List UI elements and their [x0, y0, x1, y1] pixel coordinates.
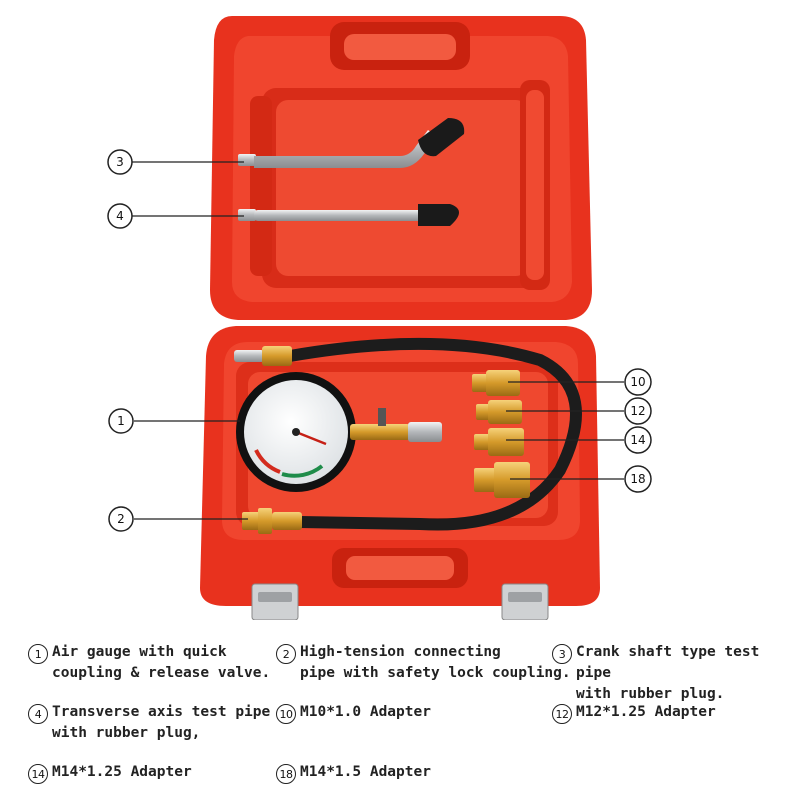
legend-text: M12*1.25 Adapter	[576, 704, 716, 720]
legend-item-2: 2 High-tension connecting pipe with safe…	[276, 642, 571, 684]
legend-item-10: 10 M10*1.0 Adapter	[276, 702, 431, 724]
pressure-gauge	[236, 372, 442, 492]
callout-lines	[132, 161, 624, 520]
svg-text:2: 2	[117, 512, 125, 526]
adapter-m14-15	[474, 462, 530, 498]
legend-text: Crank shaft type test pipe with rubber p…	[576, 644, 760, 702]
case-lid	[210, 16, 592, 320]
legend-item-18: 18 M14*1.5 Adapter	[276, 762, 431, 784]
legend-number: 12	[552, 704, 572, 724]
legend-number: 18	[276, 764, 296, 784]
callout-4: 4	[107, 203, 133, 229]
crank-shaft-test-pipe	[238, 118, 465, 168]
rubber-hose	[284, 337, 582, 531]
parts-legend: 1 Air gauge with quick coupling & releas…	[0, 630, 800, 800]
legend-number: 3	[552, 644, 572, 664]
adapter-m14-125	[474, 428, 524, 456]
left-latch	[251, 583, 299, 620]
callout-3: 3	[107, 149, 133, 175]
adapter-m10	[472, 370, 520, 396]
right-latch	[501, 583, 549, 620]
svg-text:1: 1	[117, 414, 125, 428]
svg-text:14: 14	[630, 433, 645, 447]
compression-tester-case-photo: 3 4 1 2 10 12 14 18	[107, 16, 652, 620]
callout-1: 1	[108, 408, 134, 434]
svg-text:12: 12	[630, 404, 645, 418]
legend-item-14: 14 M14*1.25 Adapter	[28, 762, 192, 784]
svg-text:10: 10	[630, 375, 645, 389]
callout-18: 18	[624, 465, 652, 493]
legend-text: M14*1.25 Adapter	[52, 764, 192, 780]
legend-number: 10	[276, 704, 296, 724]
legend-text: M10*1.0 Adapter	[300, 704, 431, 720]
legend-item-4: 4 Transverse axis test pipe with rubber …	[28, 702, 270, 744]
callout-2: 2	[108, 506, 134, 532]
legend-number: 14	[28, 764, 48, 784]
legend-number: 1	[28, 644, 48, 664]
legend-item-1: 1 Air gauge with quick coupling & releas…	[28, 642, 270, 684]
legend-text: High-tension connecting pipe with safety…	[300, 644, 571, 681]
high-tension-connector	[242, 508, 302, 534]
svg-text:4: 4	[116, 209, 124, 223]
hose-quick-coupling	[234, 346, 292, 366]
callout-12: 12	[624, 397, 652, 425]
legend-number: 4	[28, 704, 48, 724]
legend-number: 2	[276, 644, 296, 664]
legend-item-3: 3 Crank shaft type test pipe with rubber…	[552, 642, 800, 705]
legend-item-12: 12 M12*1.25 Adapter	[552, 702, 716, 724]
callout-14: 14	[624, 426, 652, 454]
callout-10: 10	[624, 368, 652, 396]
svg-text:18: 18	[630, 472, 645, 486]
svg-text:3: 3	[116, 155, 124, 169]
legend-text: Transverse axis test pipe with rubber pl…	[52, 704, 271, 741]
adapter-m12-125	[476, 400, 522, 424]
legend-text: M14*1.5 Adapter	[300, 764, 431, 780]
transverse-axis-test-pipe	[238, 204, 459, 226]
legend-text: Air gauge with quick coupling & release …	[52, 644, 271, 681]
